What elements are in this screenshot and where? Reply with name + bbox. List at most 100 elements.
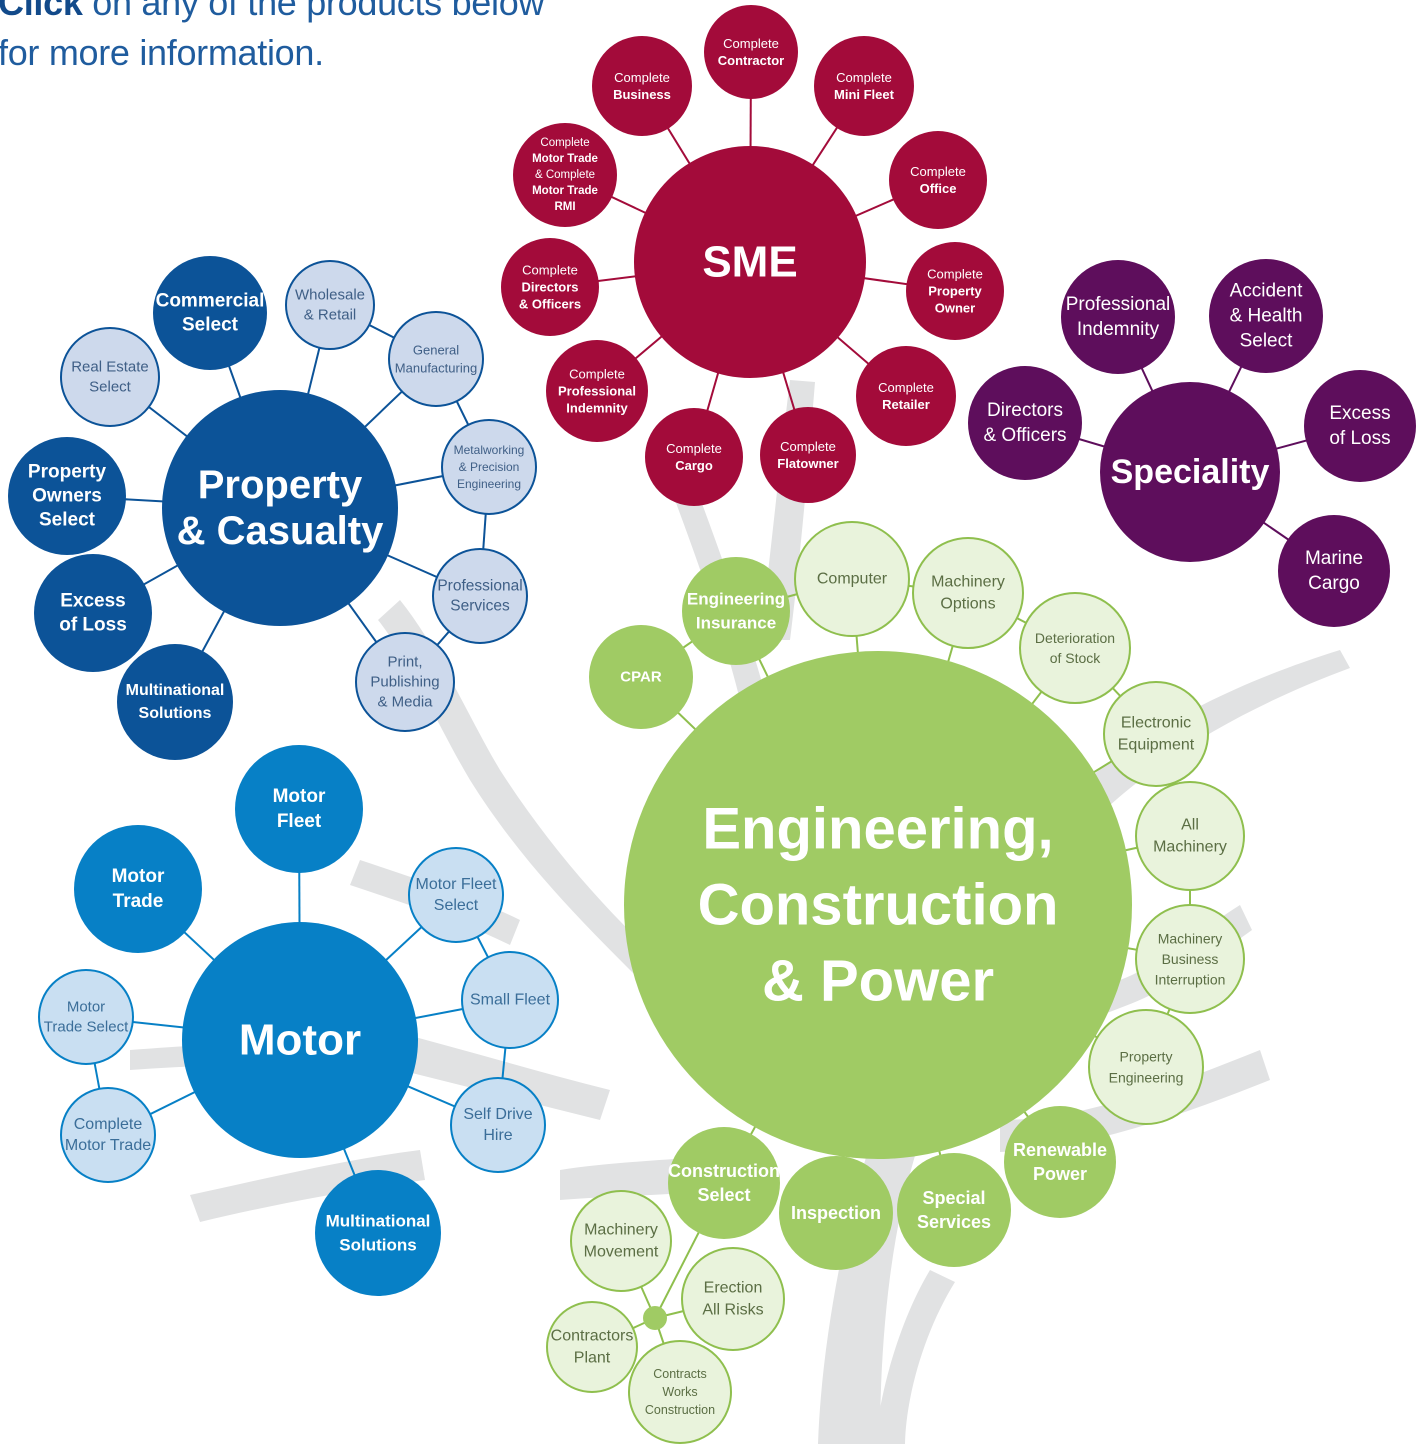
product-metalworking-label-line: Metalworking xyxy=(454,443,525,457)
product-motor-trade-circle xyxy=(74,825,202,953)
product-professional-indemnity-label-line: Indemnity xyxy=(1077,319,1160,340)
product-print-publishing-label-line: & Media xyxy=(377,694,433,711)
product-property-owners-select-label-line: Property xyxy=(28,462,107,483)
product-motor-trade-select-label-line: Trade Select xyxy=(44,1019,129,1036)
product-special-services-label-line: Special xyxy=(922,1188,985,1208)
product-directors-officers[interactable]: Directors& Officers xyxy=(968,366,1082,480)
product-deterioration-of-stock-label-line: Deterioration xyxy=(1035,630,1115,646)
product-computer-label: Computer xyxy=(817,571,888,588)
product-complete-mini-fleet-circle xyxy=(814,36,914,136)
hub-spec-label: Speciality xyxy=(1111,453,1270,491)
product-contracts-works-circle xyxy=(628,1340,732,1444)
product-erection-all-risks-circle xyxy=(681,1247,785,1351)
intro-text: Click on any of the products below for m… xyxy=(0,0,618,78)
product-cpar[interactable]: CPAR xyxy=(589,625,693,729)
product-accident-health-select-label-line: Accident xyxy=(1230,281,1304,302)
product-computer-circle xyxy=(794,521,910,637)
product-complete-retailer-circle xyxy=(856,346,956,446)
product-print-publishing[interactable]: Print,Publishing& Media xyxy=(355,632,455,732)
product-complete-contractor-circle xyxy=(704,5,798,99)
product-property-engineering-label-line: Engineering xyxy=(1109,1070,1184,1086)
product-wholesale-retail[interactable]: Wholesale& Retail xyxy=(285,260,375,350)
product-complete-contractor-label-line: Complete xyxy=(723,36,779,51)
hub-motor[interactable]: Motor xyxy=(182,922,418,1158)
hub-sme[interactable]: SME xyxy=(634,146,866,378)
product-machinery-movement-label-line: Machinery xyxy=(584,1222,658,1239)
product-motor-trade-label-line: Motor xyxy=(112,866,165,887)
hub-spec[interactable]: Speciality xyxy=(1100,382,1280,562)
hub-pc[interactable]: Property& Casualty xyxy=(162,390,398,626)
product-spec-excess-of-loss-label-line: of Loss xyxy=(1329,428,1390,449)
product-electronic-equipment-label-line: Equipment xyxy=(1118,737,1195,754)
product-complete-flatowner-label-line: Complete xyxy=(780,439,836,454)
product-complete-professional-indemnity-label-line: Complete xyxy=(569,367,625,382)
product-general-manufacturing-label-line: Manufacturing xyxy=(395,361,477,376)
product-inspection[interactable]: Inspection xyxy=(779,1156,893,1270)
product-wholesale-retail-label-line: Wholesale xyxy=(295,287,365,304)
product-complete-motor-trade-circle xyxy=(513,123,617,227)
product-computer[interactable]: Computer xyxy=(794,521,910,637)
product-metalworking-label-line: Engineering xyxy=(457,477,521,491)
product-contractors-plant-label-line: Contractors xyxy=(551,1328,634,1345)
product-directors-officers-label-line: Directors xyxy=(987,400,1063,421)
product-small-fleet[interactable]: Small Fleet xyxy=(461,951,559,1049)
product-cpar-label: CPAR xyxy=(620,669,662,686)
product-contracts-works-label-line: Contracts xyxy=(653,1367,707,1381)
hub-ecp[interactable]: Engineering,Construction& Power xyxy=(624,651,1132,1159)
